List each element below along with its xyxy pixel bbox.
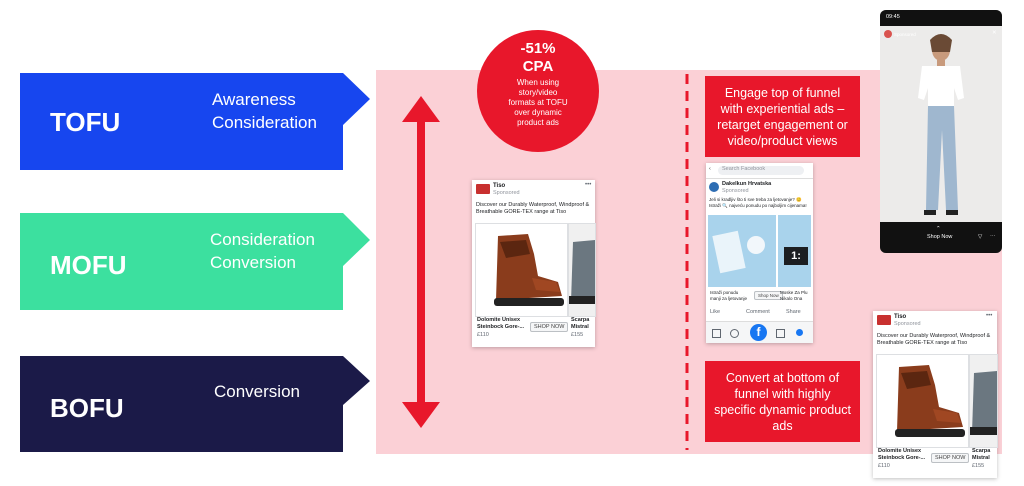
stat-note-5: product ads (517, 118, 559, 127)
ad-brand: Tiso (894, 314, 907, 320)
product-2-name: Scarpa Mistral (571, 317, 590, 330)
ad-brand: Tiso (493, 183, 506, 189)
mofu-description: Consideration Conversion (210, 228, 315, 274)
fb-product-image-right[interactable]: 1: (778, 215, 811, 287)
product-1-name: Dolomite Unisex Steinbock Gore-... (878, 448, 926, 461)
boot-icon (970, 371, 997, 435)
mofu-line-1: Consideration (210, 230, 315, 249)
tiso-ad-card-mofu: Tiso Sponsored ••• Discover our Durably … (472, 180, 596, 347)
watch-icon[interactable] (776, 329, 785, 338)
tofu-description: Awareness Consideration (212, 88, 317, 134)
product-image-1[interactable] (475, 223, 568, 317)
stat-note-4: over dynamic (514, 108, 562, 117)
send-icon[interactable]: ▽ (978, 234, 983, 240)
bofu-description: Conversion (214, 380, 300, 403)
fb-product-left-name: Istraži ponudu manji za ljetovanje (710, 290, 748, 301)
stat-note-1: When using (516, 78, 560, 87)
tiso-logo-icon (476, 184, 490, 194)
bofu-callout: Convert at bottom of funnel with highly … (705, 361, 860, 442)
tiso-logo-icon (877, 315, 891, 325)
tofu-arrow (20, 73, 370, 170)
facebook-logo-icon[interactable]: f (750, 324, 767, 341)
bofu-arrow (20, 356, 370, 452)
product-image-2[interactable] (969, 354, 998, 448)
double-arrow-icon (402, 96, 440, 428)
fb-sponsored: Sponsored (722, 188, 749, 194)
fb-comment-action[interactable]: Comment (746, 309, 770, 315)
story-avatar (884, 30, 892, 38)
shop-now-button[interactable]: SHOP NOW (530, 322, 569, 332)
product-2-price: £155 (972, 463, 985, 469)
product-1-name: Dolomite Unisex Steinbock Gore-... (477, 317, 525, 330)
fb-search-bar: ‹ Search Facebook (706, 163, 813, 179)
fb-page-name: Dakelkun Hrvatska (722, 181, 772, 187)
product-1-price: £110 (878, 463, 890, 469)
tofu-line-1: Awareness (212, 90, 296, 109)
stat-note-3: formats at TOFU (508, 98, 568, 107)
stat-metric: CPA (522, 58, 554, 75)
stat-note-2: story/video (518, 88, 558, 97)
countdown-icon: 1: (784, 247, 808, 265)
fb-product-image-left[interactable] (708, 215, 776, 287)
ad-more-icon[interactable]: ••• (986, 313, 993, 319)
fb-search-input[interactable]: Search Facebook (718, 166, 804, 175)
facebook-mobile-mock: ‹ Search Facebook Dakelkun Hrvatska Spon… (706, 163, 813, 343)
product-2-price: £155 (571, 332, 584, 338)
product-image-1[interactable] (876, 354, 969, 448)
shop-now-button[interactable]: SHOP NOW (931, 453, 970, 463)
status-time: 09:45 (886, 14, 900, 20)
back-icon[interactable]: ‹ (709, 166, 711, 172)
swipe-up-icon: ⌃ (936, 226, 941, 232)
ad-text: Discover our Durably Waterproof, Windpro… (476, 202, 590, 215)
product-1-price: £110 (477, 332, 489, 338)
boot-icon (494, 234, 564, 306)
fb-like-action[interactable]: Like (710, 309, 721, 315)
stat-value: -51% (520, 40, 556, 57)
story-shop-now-button[interactable]: Shop Now (927, 234, 953, 240)
model-photo-icon (918, 34, 964, 215)
ad-sponsored: Sponsored (894, 321, 921, 327)
friends-icon[interactable] (730, 329, 739, 338)
fb-share-action[interactable]: Share (786, 309, 801, 315)
status-bar: 09:45 (880, 10, 1002, 26)
tofu-label: TOFU (50, 107, 121, 137)
ad-more-icon[interactable]: ••• (585, 182, 592, 188)
fb-product-right-name: Moske Za Plu Nikalo Ona (780, 290, 808, 301)
mofu-line-2: Conversion (210, 253, 296, 272)
story-footer: Shop Now ⌃ ▽ ⋯ (880, 222, 1002, 253)
product-graphic-icon (712, 230, 765, 274)
fb-shop-now-button[interactable]: Shop Now (754, 291, 783, 300)
tofu-line-2: Consideration (212, 113, 317, 132)
bofu-label: BOFU (50, 393, 124, 423)
fb-post-text: Jeli si kradljiv što ti sve treba za lje… (709, 197, 807, 208)
story-close-icon[interactable]: ✕ (992, 30, 997, 36)
product-2-name: Scarpa Mistral (972, 448, 991, 461)
tiso-ad-card-bofu: Tiso Sponsored ••• Discover our Durably … (873, 311, 998, 478)
story-more-icon[interactable]: ⋯ (990, 234, 996, 240)
home-icon[interactable] (712, 329, 721, 338)
story-sponsored: Sponsored (894, 32, 916, 37)
cpa-stat-circle: -51% CPA When using story/video formats … (477, 30, 599, 152)
instagram-story-mock: 09:45 Sponsored ✕ Shop Now ⌃ ▽ ⋯ (880, 10, 1002, 253)
page-avatar (709, 182, 719, 192)
boot-icon (895, 365, 965, 437)
ad-text: Discover our Durably Waterproof, Windpro… (877, 333, 991, 346)
bofu-line-1: Conversion (214, 382, 300, 401)
product-image-2[interactable] (568, 223, 596, 317)
mofu-label: MOFU (50, 250, 127, 280)
ad-sponsored: Sponsored (493, 190, 520, 196)
tofu-callout: Engage top of funnel with experiential a… (705, 76, 860, 157)
mofu-arrow (20, 213, 370, 310)
notifications-icon[interactable] (796, 329, 803, 336)
fb-bottom-nav: f (706, 321, 813, 343)
boot-icon (569, 240, 595, 304)
